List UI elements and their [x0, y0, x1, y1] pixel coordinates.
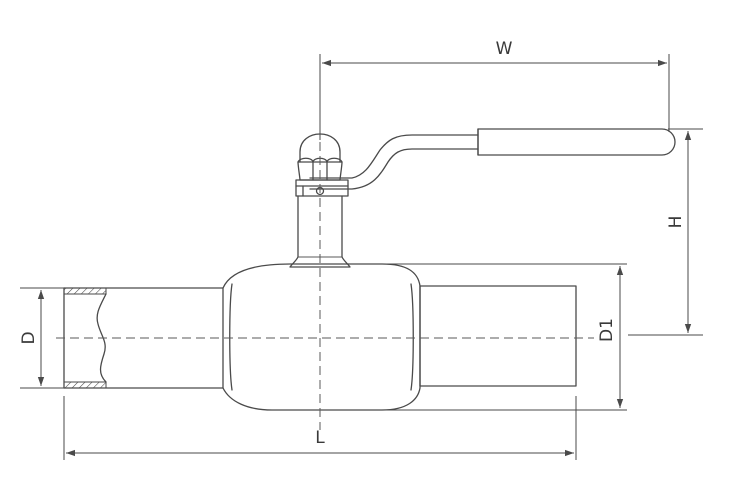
left-pipe	[63, 287, 224, 389]
dimension-h: H	[628, 128, 703, 336]
pipe-hatch-top	[63, 287, 107, 295]
right-pipe	[419, 285, 577, 387]
valve-body	[222, 263, 421, 411]
dimension-w: W	[319, 39, 670, 140]
dimension-d1: D1	[382, 263, 627, 411]
pipe-hatch-bottom	[63, 381, 107, 389]
dimension-h-label: H	[666, 216, 686, 229]
dimension-d1-label: D1	[597, 318, 617, 342]
dimension-d: D	[19, 287, 64, 389]
lever-handle	[309, 128, 676, 190]
dimension-w-label: W	[496, 39, 513, 59]
dimension-l: L	[63, 396, 577, 460]
dimension-d-label: D	[19, 331, 39, 344]
stem-nut	[295, 133, 349, 197]
dimension-l-label: L	[315, 428, 325, 448]
